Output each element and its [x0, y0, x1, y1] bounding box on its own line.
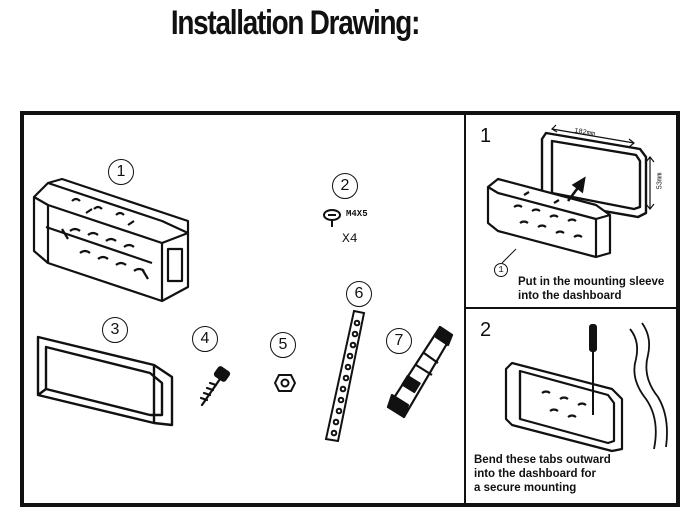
parts-panel: 1 2 M4X5 X4 3: [22, 113, 466, 505]
screw-spec: M4X5: [346, 209, 368, 219]
part-label-7: 7: [386, 328, 412, 354]
step-2-caption-line-2: into the dashboard for: [474, 468, 597, 480]
step-1-number: 1: [480, 125, 492, 147]
page-title: Installation Drawing:: [170, 4, 421, 42]
part-label-1: 1: [108, 159, 134, 185]
step-2-caption: Bend these tabs outward into the dashboa…: [474, 453, 611, 495]
trim-frame-icon: [36, 335, 174, 427]
step-2-caption-line-3: a secure mounting: [474, 482, 577, 494]
step-2-number: 2: [480, 319, 492, 341]
callout-leader-icon: [501, 248, 517, 264]
part-label-6: 6: [346, 281, 372, 307]
screw-icon: [323, 209, 341, 227]
sleeve-callout: 1: [494, 263, 508, 277]
step-1-caption-line-1: Put in the mounting sleeve: [518, 276, 665, 288]
step-2-caption-line-1: Bend these tabs outward: [474, 454, 611, 466]
removal-key-icon: [386, 325, 454, 419]
part-label-5: 5: [270, 332, 296, 358]
screw-quantity: X4: [342, 231, 358, 246]
part-label-4: 4: [192, 326, 218, 352]
insert-arrow-icon: [566, 176, 586, 202]
step-1-caption-line-2: into the dashboard: [518, 290, 622, 302]
perforated-strap-icon: [324, 309, 366, 443]
part-label-3: 3: [102, 317, 128, 343]
bolt-icon: [199, 366, 231, 407]
part-label-2: 2: [332, 173, 358, 199]
step-1-caption: Put in the mounting sleeve into the dash…: [518, 275, 664, 303]
step-1-panel: 1 182mm 53mm 1: [464, 113, 678, 309]
step-2-panel: 2 Bend these tabs outward into the dashb…: [464, 307, 678, 505]
sleeve-insert-icon: [486, 177, 612, 259]
tab-bending-icon: [504, 322, 668, 453]
height-dimension: 53mm: [656, 172, 665, 190]
mounting-sleeve-icon: [32, 177, 190, 303]
nut-icon: [273, 374, 297, 392]
